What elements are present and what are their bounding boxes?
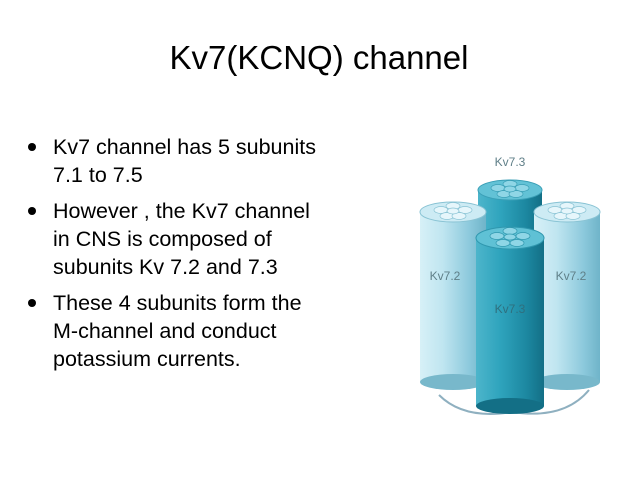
bullet-line: potassium currents.	[53, 347, 241, 371]
subunit-front	[475, 226, 545, 414]
subunit-right	[533, 201, 601, 390]
bullet-line: 7.1 to 7.5	[53, 163, 143, 187]
bullet-line: These 4 subunits form the	[53, 291, 302, 315]
label-right: Kv7.2	[556, 269, 587, 283]
subunit-left	[419, 201, 487, 390]
bullet-dot	[28, 207, 36, 215]
bullet-line: M-channel and conduct	[53, 319, 277, 343]
kv7-channel-figure: Kv7.3 Kv7.2 Kv7.2 Kv7.3	[404, 150, 620, 422]
bullet-line: However , the Kv7 channel	[53, 199, 310, 223]
bullet-list: Kv7 channel has 5 subunits 7.1 to 7.5 Ho…	[26, 133, 376, 381]
bullet-line: subunits Kv 7.2 and 7.3	[53, 255, 278, 279]
slide-title: Kv7(KCNQ) channel	[169, 39, 469, 76]
bullet-item: Kv7 channel has 5 subunits 7.1 to 7.5	[26, 133, 376, 189]
label-top: Kv7.3	[495, 155, 526, 169]
channel-illustration: Kv7.3 Kv7.2 Kv7.2 Kv7.3	[419, 155, 601, 415]
bullet-item: However , the Kv7 channel in CNS is comp…	[26, 197, 376, 281]
label-left: Kv7.2	[430, 269, 461, 283]
bullet-line: in CNS is composed of	[53, 227, 272, 251]
bullet-item: These 4 subunits form the M-channel and …	[26, 289, 376, 373]
bullet-line: Kv7 channel has 5 subunits	[53, 135, 316, 159]
bullet-dot	[28, 299, 36, 307]
bullet-dot	[28, 143, 36, 151]
label-front: Kv7.3	[495, 302, 526, 316]
